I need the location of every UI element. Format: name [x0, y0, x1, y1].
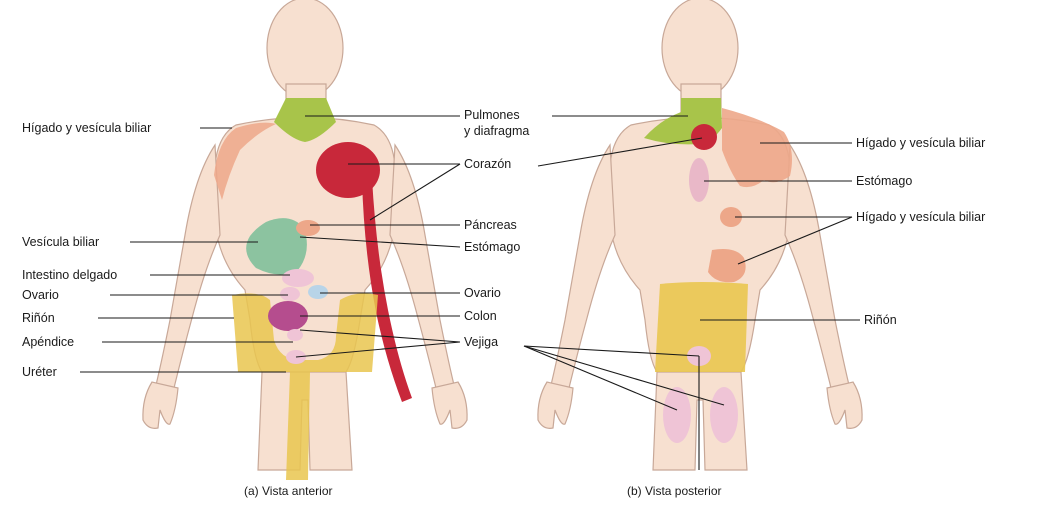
posterior-kidney-area — [655, 282, 748, 372]
label-anterior-ovario-right: Ovario — [464, 286, 501, 300]
anterior-ovary-right-area — [308, 285, 328, 299]
label-anterior-higado-vesicula: Hígado y vesícula biliar — [22, 121, 152, 135]
label-posterior-estomago: Estómago — [856, 174, 913, 188]
posterior-leg-left-area — [663, 387, 691, 443]
posterior-stomach-area — [689, 158, 709, 202]
anterior-ovary-left-area — [280, 287, 300, 301]
label-anterior-ovario-left: Ovario — [22, 288, 59, 302]
label-anterior-estomago: Estómago — [464, 240, 521, 254]
anterior-lungs-area — [274, 98, 336, 142]
label-anterior-ureter: Uréter — [22, 365, 57, 379]
label-anterior-pulmones: Pulmones — [464, 108, 520, 122]
posterior-organs — [644, 98, 792, 443]
posterior-liver-lower-area — [708, 249, 746, 283]
posterior-liver-area — [722, 108, 792, 188]
posterior-leg-right-area — [710, 387, 738, 443]
label-anterior-diafragma: y diafragma — [464, 124, 530, 138]
posterior-liver-mid-area — [720, 207, 742, 227]
label-anterior-pancreas: Páncreas — [464, 218, 517, 232]
label-anterior-corazon: Corazón — [464, 157, 512, 171]
posterior-heart-area — [691, 124, 717, 150]
label-anterior-colon: Colon — [464, 309, 497, 323]
anterior-appendix-area — [287, 329, 303, 341]
anterior-organs — [214, 98, 412, 480]
anterior-kidney-ureter-area — [232, 293, 378, 480]
label-posterior-rinon: Riñón — [864, 313, 897, 327]
anterior-liver-area — [214, 122, 276, 200]
label-anterior-vejiga: Vejiga — [464, 335, 499, 349]
caption-anterior: (a) Vista anterior — [244, 484, 333, 498]
anterior-small-intestine-area — [282, 269, 314, 287]
anterior-gallbladder-area — [246, 218, 307, 275]
label-anterior-apendice: Apéndice — [22, 335, 75, 349]
label-posterior-higado-vesicula-mid: Hígado y vesícula biliar — [856, 210, 986, 224]
label-posterior-higado-vesicula-top: Hígado y vesícula biliar — [856, 136, 986, 150]
anterior-colon-area — [268, 301, 308, 331]
anterior-left-arm-heart-area — [362, 178, 412, 402]
label-anterior-rinon: Riñón — [22, 311, 55, 325]
posterior-body — [537, 0, 863, 471]
anterior-pancreas-area — [296, 220, 320, 236]
leader-lines — [80, 115, 860, 470]
label-anterior-intestino-delgado: Intestino delgado — [22, 268, 118, 282]
label-anterior-vesicula-biliar: Vesícula biliar — [22, 235, 100, 249]
caption-posterior: (b) Vista posterior — [627, 484, 722, 498]
